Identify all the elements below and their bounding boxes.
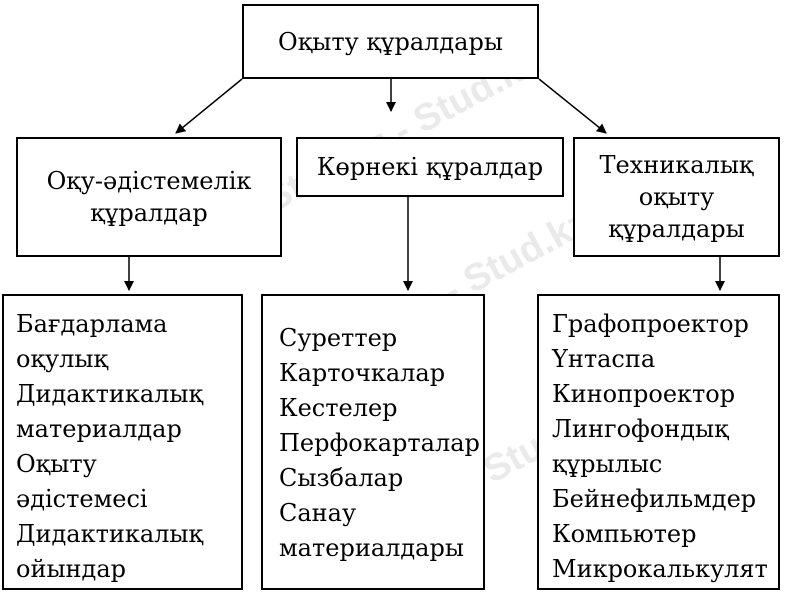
list-item: Кинопроектор [552,380,736,408]
items-list-methodical: Бағдарлама оқулық Дидактикалық материалд… [2,294,243,590]
root-node: Оқыту құралдары [242,4,539,79]
list-item: Суреттер [279,324,398,352]
list-item: құрылыс [552,450,663,478]
arrow-root-to-right [538,78,607,134]
list-item: Санау [279,499,357,527]
list-item: Перфокарталар [279,429,480,457]
list-item: әдістемесі [16,485,148,513]
items-list-visual: Суреттер Карточкалар Кестелер Перфокарта… [261,294,485,590]
list-item: материалдары [279,534,464,562]
category-node-technical: Техникалық оқыту құралдары [573,137,780,257]
items-list-technical: Графопроектор Үнтаспа Кинопроектор Линго… [537,294,780,590]
list-item: Кестелер [279,394,398,422]
list-item: Микрокалькулят [552,555,768,583]
list-item: Үнтаспа [552,345,656,373]
list-item: Бейнефильмдер [552,485,757,513]
root-label: Оқыту құралдары [278,27,503,56]
list-item: Бағдарлама [16,310,168,338]
category-label: Оқу-әдістемелік құралдар [46,167,252,227]
list-item: Компьютер [552,520,697,548]
list-item: Сызбалар [279,464,404,492]
list-item: Дидактикалық [16,380,204,408]
category-label: Көрнекі құралдар [316,153,544,181]
category-label: Техникалық оқыту құралдары [599,151,754,243]
category-node-visual: Көрнекі құралдар [296,137,564,197]
arrow-root-to-left [175,78,243,134]
list-item: ойындар [16,555,126,583]
list-item: Графопроектор [552,310,749,338]
list-item: Дидактикалық [16,520,204,548]
list-item: оқулық [16,345,109,373]
list-item: Лингофондық [552,415,729,443]
list-item: Оқыту [16,450,97,478]
list-item: материалдар [16,415,182,443]
list-item: Карточкалар [279,359,446,387]
category-node-methodical: Оқу-әдістемелік құралдар [16,137,282,257]
